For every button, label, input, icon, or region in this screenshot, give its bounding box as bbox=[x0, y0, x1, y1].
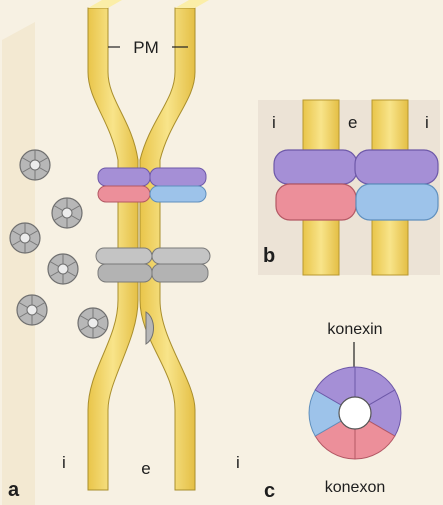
konexin-label: konexin bbox=[327, 321, 382, 338]
panel-c-letter: c bbox=[264, 480, 275, 502]
label-e-a: e bbox=[141, 459, 150, 478]
left-membrane-top bbox=[88, 0, 122, 8]
konexon-pore bbox=[339, 397, 371, 429]
konexon-label: konexon bbox=[325, 479, 386, 496]
label-i-right-a: i bbox=[236, 453, 240, 472]
connexon-ring-5 bbox=[17, 295, 47, 325]
label-e-b: e bbox=[348, 113, 357, 132]
connexon-ring-1 bbox=[20, 150, 50, 180]
panel-a: PM i e i a bbox=[2, 0, 240, 505]
connexon-ring-2 bbox=[52, 198, 82, 228]
left-membrane-side bbox=[2, 22, 35, 505]
panel-b: i e i b bbox=[258, 100, 440, 275]
label-i-left-b: i bbox=[272, 113, 276, 132]
panel-a-letter: a bbox=[8, 479, 20, 501]
connexon-ring-4 bbox=[48, 254, 78, 284]
connexon-ring-6 bbox=[78, 308, 108, 338]
right-membrane-top bbox=[175, 0, 209, 8]
panel-b-letter: b bbox=[263, 245, 275, 267]
panel-c: konexin konexon c bbox=[264, 321, 401, 502]
label-i-left-a: i bbox=[62, 453, 66, 472]
konexon-ring bbox=[309, 367, 401, 459]
label-i-right-b: i bbox=[425, 113, 429, 132]
connexon-ring-3 bbox=[10, 223, 40, 253]
pm-label: PM bbox=[133, 38, 159, 57]
